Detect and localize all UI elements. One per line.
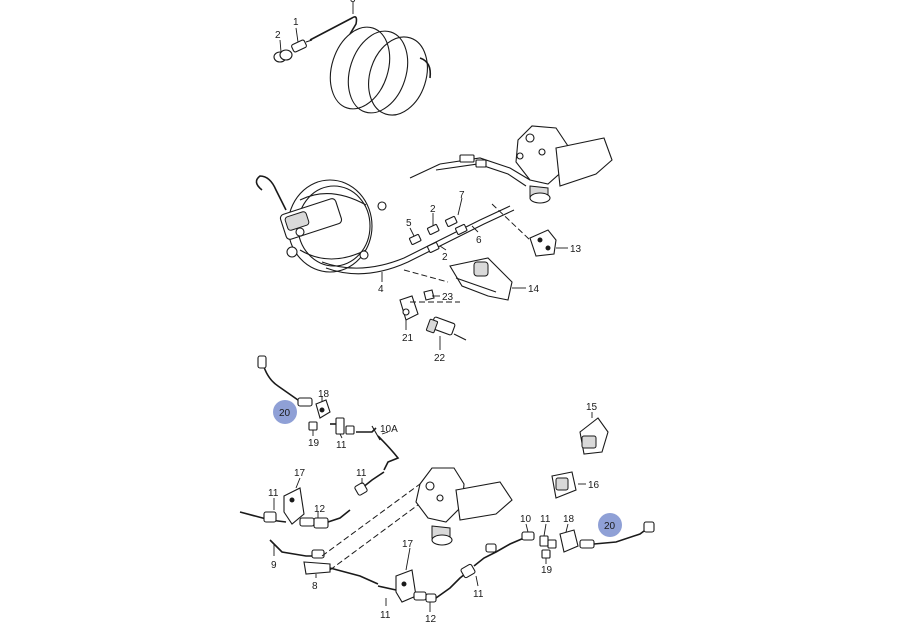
callout-2: 2 <box>430 204 436 215</box>
callout-16: 16 <box>588 480 600 491</box>
callout-2: 2 <box>442 252 448 263</box>
callout-17: 17 <box>402 539 414 550</box>
callout-21: 21 <box>402 333 414 344</box>
line-fittings <box>408 154 487 253</box>
union-nut <box>273 49 293 63</box>
callout-3: 3 <box>350 0 356 5</box>
mounting-bracket-14 <box>449 257 513 301</box>
callout-13: 13 <box>570 244 582 255</box>
callout-20: 20 <box>604 521 616 532</box>
callout-10A: 10A <box>380 424 398 435</box>
mounting-bracket-13 <box>529 229 557 257</box>
callout-2: 2 <box>275 30 281 41</box>
callout-1: 1 <box>293 17 299 28</box>
callout-17: 17 <box>294 468 306 479</box>
callout-11: 11 <box>380 610 391 621</box>
callout-18: 18 <box>563 514 575 525</box>
callout-19: 19 <box>541 565 553 576</box>
sensor-assembly <box>399 289 467 341</box>
callout-7: 7 <box>459 190 465 201</box>
clip-18-left <box>315 399 331 419</box>
callout-10: 10 <box>520 514 532 525</box>
sensor-8 <box>303 561 379 585</box>
callout-20: 20 <box>279 408 291 419</box>
callout-11: 11 <box>268 488 279 499</box>
sensor-cable-left <box>257 355 313 407</box>
connector-11-left <box>330 417 355 435</box>
callout-11: 11 <box>336 440 347 451</box>
highlight-20-left[interactable]: 20 <box>273 400 297 424</box>
callout-22: 22 <box>434 353 446 364</box>
sensor-cable-lower-middle <box>377 531 535 603</box>
brake-line-coil <box>309 16 432 116</box>
highlight-20-right[interactable]: 20 <box>598 513 622 537</box>
connector-cluster-right <box>539 521 655 553</box>
bracket-15 <box>579 417 609 455</box>
bracket-16 <box>551 471 577 499</box>
callout-18: 18 <box>318 389 330 400</box>
callout-11: 11 <box>473 589 484 600</box>
master-cylinder <box>255 175 343 258</box>
nut-19-left <box>308 421 318 431</box>
callout-15: 15 <box>586 402 598 413</box>
callout-8: 8 <box>312 581 318 592</box>
nut-19-right <box>541 549 551 559</box>
callout-4: 4 <box>378 284 384 295</box>
callout-9: 9 <box>271 560 277 571</box>
brake-lines-bundle <box>321 157 531 275</box>
abs-hydraulic-unit <box>515 125 613 204</box>
brake-line-fitting <box>291 39 313 53</box>
callout-19: 19 <box>308 438 320 449</box>
callout-14: 14 <box>528 284 540 295</box>
callout-11: 11 <box>356 468 367 479</box>
callout-12: 12 <box>425 614 437 625</box>
callout-11: 11 <box>540 514 551 525</box>
callout-5: 5 <box>406 218 412 229</box>
sensor-cable-11-upper <box>354 471 385 496</box>
abs-unit-lower <box>415 467 513 546</box>
callout-12: 12 <box>314 504 326 515</box>
callout-23: 23 <box>442 292 454 303</box>
sensor-cable-9 <box>239 509 351 559</box>
cable-10A <box>356 425 400 471</box>
callout-6: 6 <box>476 235 482 246</box>
bracket-17-left <box>283 487 305 525</box>
